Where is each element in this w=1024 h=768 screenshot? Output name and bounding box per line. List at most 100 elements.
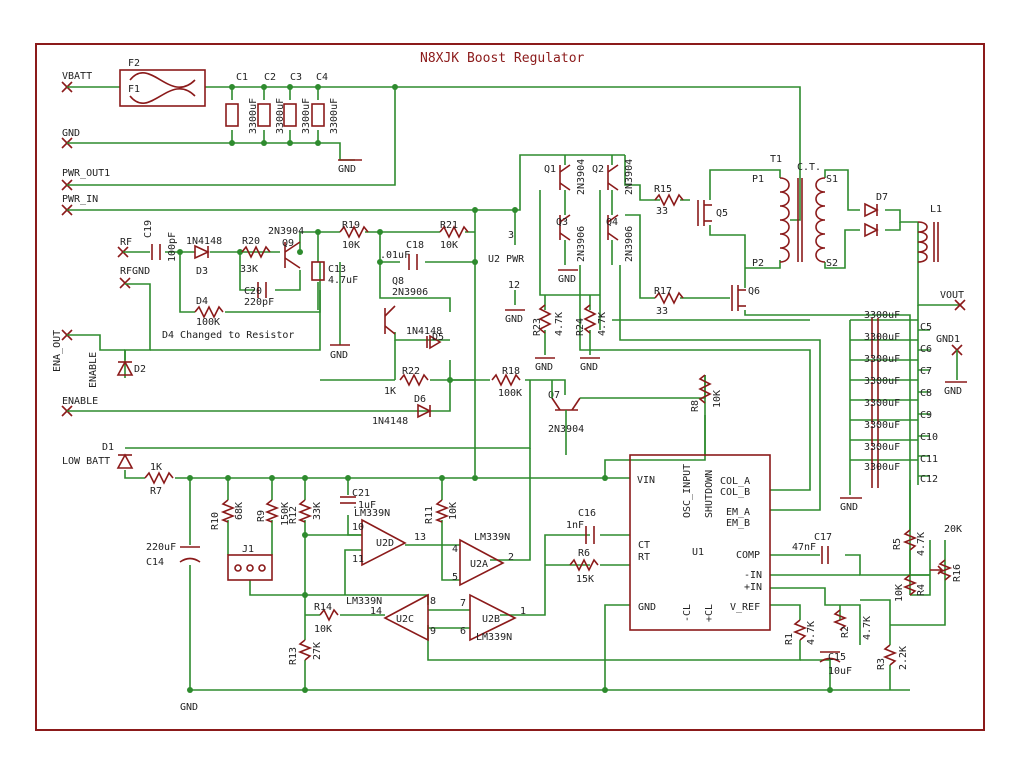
q1-part: 2N3904 <box>576 159 587 195</box>
t1-ref: T1 <box>770 154 782 165</box>
cap-c2-ref: C2 <box>264 72 276 83</box>
output-cap-c6-value: 3300uF <box>864 332 900 343</box>
d4-value: 100K <box>196 317 220 328</box>
gnd-output-label: GND <box>840 502 858 513</box>
bulk-capacitors: C1 C2 C3 C4 3300uF 3300uF 3300uF 3300uF <box>225 72 340 134</box>
cap-c3-value: 3300uF <box>301 98 312 134</box>
u1-external-parts: C16 1nF R6 15K C17 47nF R1 4.7K R2 4.7K … <box>566 508 963 677</box>
rfgnd-label: RFGND <box>120 266 150 277</box>
rf-junctions <box>177 229 478 383</box>
cap-c16-ref: C16 <box>578 508 596 519</box>
res-r11-value: 10K <box>448 502 459 520</box>
q1-ref: Q1 <box>544 164 556 175</box>
u2-pwr-pin12: 12 <box>508 280 520 291</box>
t1-s2: S2 <box>826 258 838 269</box>
output-cap-c8-value: 3300uF <box>864 376 900 387</box>
lower-junctions <box>187 475 833 693</box>
cap-c17-value: 47nF <box>792 542 816 553</box>
cap-c1-value: 3300uF <box>248 98 259 134</box>
opamp-u2d: U2D LM339N 10 11 13 <box>352 508 426 567</box>
fuse-f2-label: F2 <box>128 58 140 69</box>
output-cap-c9-ref: C9 <box>920 410 932 421</box>
u1-inm: -IN <box>744 570 762 581</box>
res-r14-ref: R14 <box>314 602 332 613</box>
enable-label: ENABLE <box>62 396 98 407</box>
u2b-pin1: 1 <box>520 606 526 617</box>
output-cap-c9-value: 3300uF <box>864 398 900 409</box>
d4-ref: D4 <box>196 296 208 307</box>
q4-transistor: Q4 2N3906 <box>606 214 635 262</box>
res-r16-ref: R16 <box>952 564 963 582</box>
ena-out-label: ENA_OUT <box>52 330 63 372</box>
res-r23-ref: R23 <box>532 318 543 336</box>
led-d2-ref: D2 <box>134 364 146 375</box>
u2-pwr-pin3: 3 <box>508 230 514 241</box>
output-cap-c12-value: 3300uF <box>864 462 900 473</box>
wire-junctions <box>229 84 518 213</box>
q7-ref: Q7 <box>548 390 560 401</box>
output-cap-c7: 3300uF C7 <box>864 354 932 380</box>
schematic-frame <box>35 43 985 731</box>
output-cap-c7-value: 3300uF <box>864 354 900 365</box>
fuse-pair: F2 F1 <box>119 58 206 107</box>
vout-label: VOUT <box>940 290 964 301</box>
output-cap-c8: 3300uF C8 <box>864 376 932 402</box>
diode-d3-part: 1N4148 <box>186 236 222 247</box>
u1-ref: U1 <box>692 547 704 558</box>
cap-c17-ref: C17 <box>814 532 832 543</box>
output-cap-c5-ref: C5 <box>920 322 932 333</box>
res-r5-ref: R5 <box>892 538 903 550</box>
diode-d3-ref: D3 <box>196 266 208 277</box>
output-cap-c10: 3300uF C10 <box>864 420 938 446</box>
output-cap-c11-value: 3300uF <box>864 442 900 453</box>
cap-c14-value: 220uF <box>146 542 176 553</box>
u1-inp: +IN <box>744 582 762 593</box>
res-r7-value: 1K <box>150 462 162 473</box>
cap-c13-value: 4.7uF <box>328 275 358 286</box>
pwr-in-label: PWR_IN <box>62 194 98 205</box>
gnd-port-label: GND <box>62 128 80 139</box>
output-cap-c12: 3300uF C12 <box>864 462 938 488</box>
output-cap-c9: 3300uF C9 <box>864 398 932 424</box>
opamp-u2a: U2A LM339N 4 5 2 <box>452 532 514 587</box>
res-r15-ref: R15 <box>654 184 672 195</box>
u2d-ref: U2D <box>376 538 394 549</box>
output-cap-c8-ref: C8 <box>920 388 932 399</box>
gnd-u2-label: GND <box>505 314 523 325</box>
u1-shutdown: SHUTDOWN <box>704 470 715 518</box>
u2c-pin9: 9 <box>430 626 436 637</box>
t1-ct: C.T. <box>797 162 821 173</box>
output-cap-c6-ref: C6 <box>920 344 932 355</box>
gnd1-ground-label: GND <box>944 386 962 397</box>
res-r20-value: 33K <box>240 264 258 275</box>
d4-note: D4 Changed to Resistor <box>162 330 294 341</box>
res-r18-value: 100K <box>498 388 522 399</box>
cap-c2-value: 3300uF <box>275 98 286 134</box>
res-r8-ref: R8 <box>690 400 701 412</box>
res-r19-ref: R19 <box>342 220 360 231</box>
u2d-pin13: 13 <box>414 532 426 543</box>
output-cap-c11: 3300uF C11 <box>864 442 938 468</box>
u2c-part: LM339N <box>346 596 382 607</box>
res-r19-value: 10K <box>342 240 360 251</box>
u2a-pin2: 2 <box>508 552 514 563</box>
diode-d5-ref: D5 <box>432 332 444 343</box>
cap-c15-value: 10uF <box>828 666 852 677</box>
lower-wiring <box>124 375 946 691</box>
res-r4-ref: R4 <box>916 584 927 596</box>
opamp-u2c: U2C LM339N 14 8 9 <box>346 593 436 642</box>
q8-ref: Q8 <box>392 276 404 287</box>
u1-osc: OSC_INPUT <box>682 464 693 518</box>
res-r21-value: 10K <box>440 240 458 251</box>
res-r3-ref: R3 <box>876 658 887 670</box>
vbatt-label: VBATT <box>62 71 92 82</box>
res-r24-ref: R24 <box>575 318 586 336</box>
res-r5-value: 4.7K <box>916 532 927 556</box>
res-r24-value: 4.7K <box>597 312 608 336</box>
u2d-pin11: 11 <box>352 554 364 565</box>
power-stage: Q5 Q6 T1 C.T. P1 P2 S1 S2 D7 L1 VOUT GND… <box>697 154 967 397</box>
u2b-pin6: 6 <box>460 626 466 637</box>
cap-c1-ref: C1 <box>236 72 248 83</box>
low-batt-section: D1 LOW BATT 1K R7 220uF C14 GND R10 68K … <box>62 442 459 713</box>
